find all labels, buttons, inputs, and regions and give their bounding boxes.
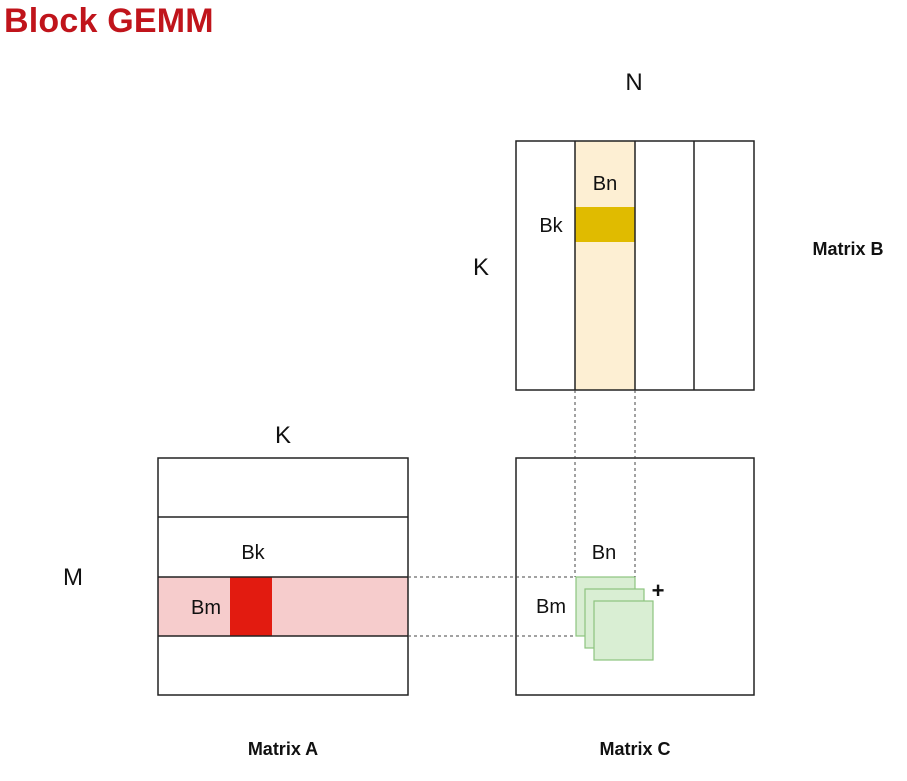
- matrix-b-column-strip: [575, 141, 635, 390]
- label-m: M: [63, 564, 83, 591]
- label-bm-matrix-c: Bm: [536, 596, 566, 618]
- label-n: N: [625, 69, 642, 96]
- matrix-c-tile: [593, 600, 654, 661]
- matrix-a: [157, 457, 409, 696]
- label-k-matrix-a: K: [275, 422, 291, 449]
- label-bm-matrix-a: Bm: [191, 597, 221, 619]
- matrix-b: [515, 140, 755, 391]
- matrix-a-tile: [230, 577, 272, 636]
- diagram-title: Block GEMM: [4, 2, 214, 40]
- matrix-b-tile: [575, 207, 635, 242]
- label-bk-matrix-a: Bk: [241, 542, 265, 564]
- label-bn-matrix-c: Bn: [592, 542, 616, 564]
- label-matrix-a: Matrix A: [248, 739, 318, 759]
- plus-sign: +: [652, 578, 665, 603]
- label-matrix-c: Matrix C: [599, 739, 670, 759]
- label-k-matrix-b: K: [473, 254, 489, 281]
- matrix-c: [515, 457, 755, 696]
- label-bn-matrix-b: Bn: [593, 173, 617, 195]
- guide-lines: [408, 390, 636, 637]
- label-bk-matrix-b: Bk: [539, 215, 563, 237]
- matrix-a-row-strip: [158, 577, 408, 636]
- label-matrix-b: Matrix B: [812, 239, 883, 259]
